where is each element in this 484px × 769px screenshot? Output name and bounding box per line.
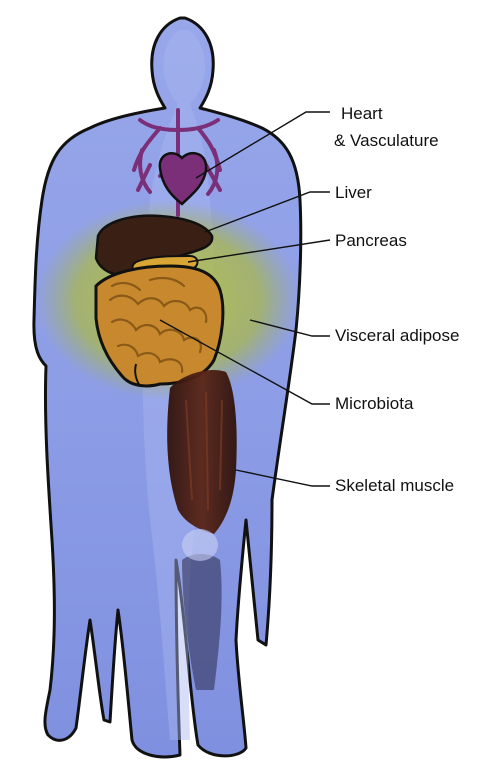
label-pancreas: Pancreas bbox=[335, 231, 407, 250]
label-microbiota: Microbiota bbox=[335, 394, 414, 413]
label-skeletal-muscle: Skeletal muscle bbox=[335, 476, 454, 495]
label-heart-line2: & Vasculature bbox=[334, 131, 439, 150]
label-liver: Liver bbox=[335, 183, 372, 202]
label-visceral-adipose: Visceral adipose bbox=[335, 326, 459, 345]
label-heart-line1: Heart bbox=[341, 104, 383, 123]
intestines-microbiota bbox=[96, 266, 223, 386]
